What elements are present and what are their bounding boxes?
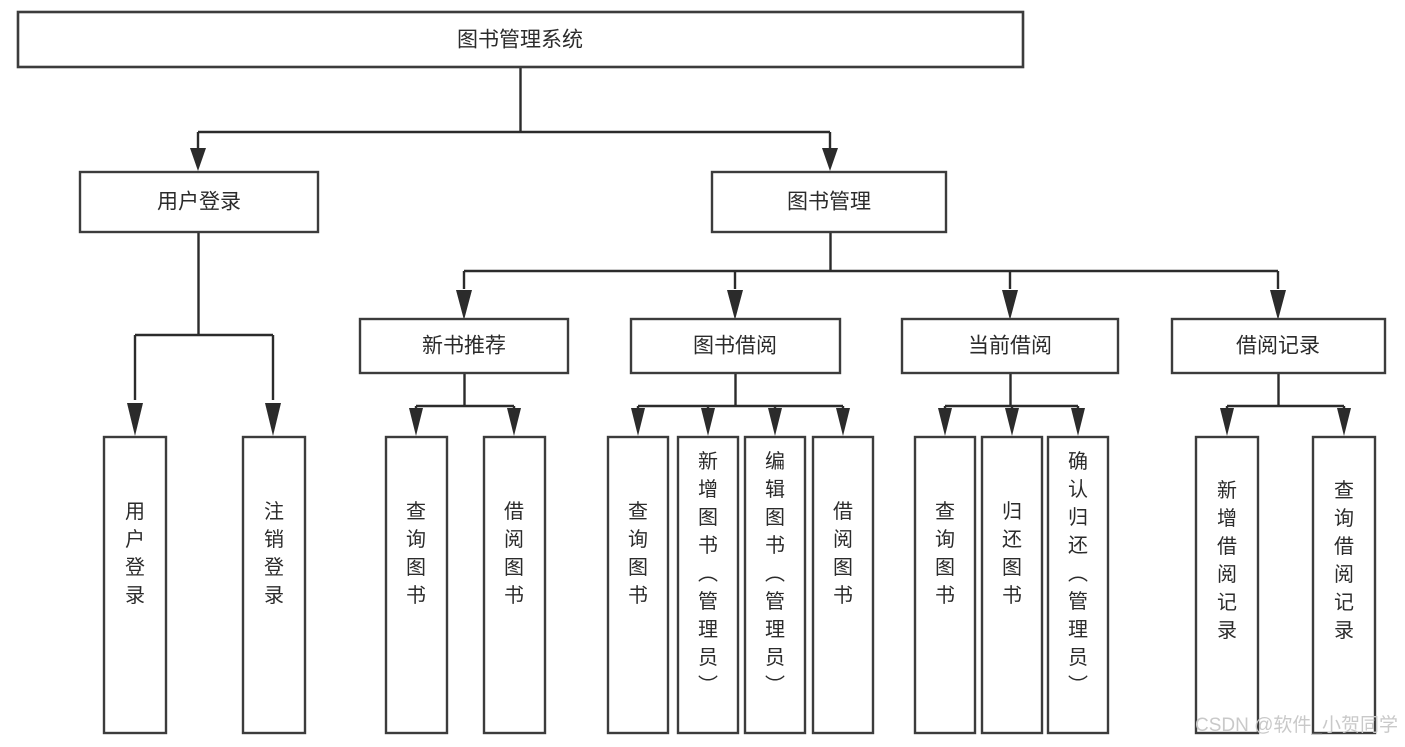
node-borrow-record-box[interactable]	[1170, 317, 1387, 375]
node-user-login-label: 用户登录	[157, 191, 241, 214]
node-root[interactable]: 图书管理系统	[16, 10, 1025, 69]
node-book-management[interactable]: 图书管理	[710, 170, 948, 234]
arrow-head-icon	[507, 408, 521, 436]
arrow-head-icon	[768, 408, 782, 436]
node-leaf-return-book-box[interactable]	[980, 435, 1044, 735]
node-leaf-add-record-box[interactable]	[1194, 435, 1260, 735]
arrow-head-icon	[822, 148, 838, 171]
node-leaf-borrow-book-2[interactable]: 借阅图书	[811, 435, 875, 735]
node-leaf-user-login-box[interactable]	[102, 435, 168, 735]
node-leaf-confirm-return-label: 确认归还︵管理员︶	[1068, 450, 1088, 697]
arrow-head-icon	[1071, 408, 1085, 436]
node-user-login[interactable]: 用户登录	[78, 170, 320, 234]
node-current-borrow-label: 当前借阅	[968, 335, 1052, 358]
arrow-head-icon	[631, 408, 645, 436]
arrow-head-icon	[127, 403, 143, 436]
node-leaf-query-book-3-label: 查询图书	[935, 500, 955, 607]
arrow-head-icon	[836, 408, 850, 436]
node-leaf-return-book[interactable]: 归还图书	[980, 435, 1044, 735]
node-root-box[interactable]	[16, 10, 1025, 69]
node-leaf-query-record-label: 查询借阅记录	[1334, 479, 1354, 642]
arrow-head-icon	[265, 403, 281, 436]
node-borrow-record-label: 借阅记录	[1236, 335, 1320, 358]
arrow-head-icon	[190, 148, 206, 171]
arrow-head-icon	[1337, 408, 1351, 436]
arrow-head-icon	[456, 290, 472, 320]
node-leaf-borrow-book-1-box[interactable]	[482, 435, 547, 735]
arrow-head-icon	[701, 408, 715, 436]
node-leaf-query-book-2[interactable]: 查询图书	[606, 435, 670, 735]
node-user-login-box[interactable]	[78, 170, 320, 234]
node-leaf-borrow-book-1-label: 借阅图书	[504, 500, 524, 607]
node-leaf-add-book-box[interactable]	[676, 435, 740, 735]
node-leaf-borrow-book-2-box[interactable]	[811, 435, 875, 735]
node-leaf-return-book-label: 归还图书	[1002, 500, 1022, 607]
node-book-borrow-box[interactable]	[629, 317, 842, 375]
arrow-head-icon	[727, 290, 743, 320]
arrow-head-icon	[1002, 290, 1018, 320]
node-leaf-add-record-label: 新增借阅记录	[1217, 479, 1237, 642]
arrow-head-icon	[938, 408, 952, 436]
node-leaf-query-book-3-box[interactable]	[913, 435, 977, 735]
node-leaf-borrow-book-1[interactable]: 借阅图书	[482, 435, 547, 735]
node-new-book-recommend[interactable]: 新书推荐	[358, 317, 570, 375]
node-leaf-query-record-box[interactable]	[1311, 435, 1377, 735]
node-book-borrow-label: 图书借阅	[693, 335, 777, 358]
node-leaf-add-book[interactable]: 新增图书︵管理员︶	[676, 435, 740, 735]
node-leaf-query-record[interactable]: 查询借阅记录	[1311, 435, 1377, 735]
arrow-head-icon	[1005, 408, 1019, 436]
node-book-management-label: 图书管理	[787, 191, 871, 214]
node-current-borrow-box[interactable]	[900, 317, 1120, 375]
arrow-head-icon	[1270, 290, 1286, 320]
node-leaf-confirm-return[interactable]: 确认归还︵管理员︶	[1046, 435, 1110, 735]
node-leaf-confirm-return-box[interactable]	[1046, 435, 1110, 735]
node-leaf-user-logout[interactable]: 注销登录	[241, 435, 307, 735]
node-leaf-edit-book-box[interactable]	[743, 435, 807, 735]
node-leaf-borrow-book-2-label: 借阅图书	[833, 500, 853, 607]
node-borrow-record[interactable]: 借阅记录	[1170, 317, 1387, 375]
node-leaf-user-login[interactable]: 用户登录	[102, 435, 168, 735]
node-leaf-user-login-label: 用户登录	[125, 501, 145, 607]
node-root-label: 图书管理系统	[457, 29, 583, 52]
node-new-book-recommend-label: 新书推荐	[422, 335, 506, 358]
node-leaf-query-book-1[interactable]: 查询图书	[384, 435, 449, 735]
node-leaf-query-book-3[interactable]: 查询图书	[913, 435, 977, 735]
node-leaf-edit-book[interactable]: 编辑图书︵管理员︶	[743, 435, 807, 735]
node-leaf-add-book-label: 新增图书︵管理员︶	[698, 450, 718, 697]
node-new-book-recommend-box[interactable]	[358, 317, 570, 375]
node-book-management-box[interactable]	[710, 170, 948, 234]
node-leaf-query-book-1-label: 查询图书	[406, 500, 426, 607]
node-leaf-user-logout-box[interactable]	[241, 435, 307, 735]
node-leaf-user-logout-label: 注销登录	[264, 500, 284, 607]
edge-layer	[127, 67, 1351, 436]
node-leaf-query-book-2-box[interactable]	[606, 435, 670, 735]
node-leaf-query-book-1-box[interactable]	[384, 435, 449, 735]
node-current-borrow[interactable]: 当前借阅	[900, 317, 1120, 375]
node-book-borrow[interactable]: 图书借阅	[629, 317, 842, 375]
arrow-head-icon	[409, 408, 423, 436]
arrow-head-icon	[1220, 408, 1234, 436]
node-leaf-query-book-2-label: 查询图书	[628, 500, 648, 607]
node-leaf-edit-book-label: 编辑图书︵管理员︶	[765, 450, 785, 697]
node-leaf-add-record[interactable]: 新增借阅记录	[1194, 435, 1260, 735]
csdn-watermark: CSDN @软件_小贺同学	[1195, 714, 1398, 736]
